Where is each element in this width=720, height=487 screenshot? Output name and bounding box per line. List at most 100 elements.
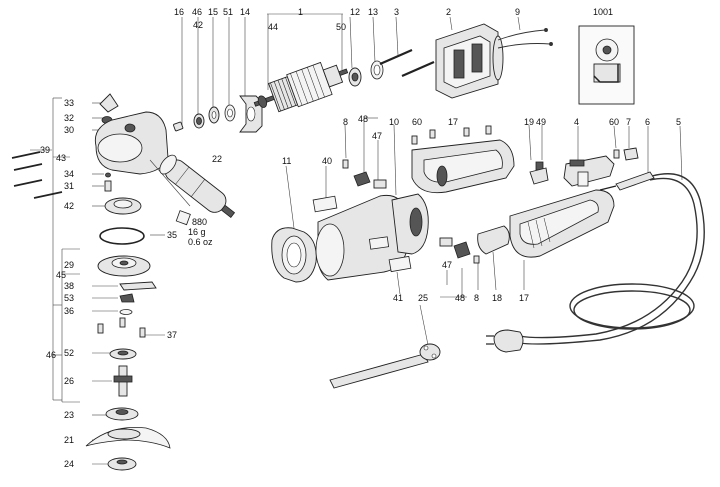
- label-33: 33: [64, 98, 74, 108]
- part-17-shell-top: [411, 139, 515, 194]
- part-40-label: [312, 195, 338, 213]
- label-48-top: 48: [358, 114, 368, 124]
- label-36: 36: [64, 306, 74, 316]
- label-24: 24: [64, 459, 74, 469]
- part-1001-box: [578, 25, 635, 105]
- part-3-screws: [379, 48, 435, 78]
- part-29-flange: [97, 255, 151, 277]
- label-39: 39: [40, 145, 50, 155]
- label-47-top: 47: [372, 131, 382, 141]
- part-39-screws: [11, 151, 63, 199]
- part-52-bearing: [109, 348, 137, 360]
- label-13: 13: [368, 7, 378, 17]
- label-17-bottom: 17: [519, 293, 529, 303]
- part-60-screws: [411, 125, 492, 145]
- part-22-side-handle: [159, 154, 236, 219]
- handle-weight-oz: 0.6 oz: [188, 237, 213, 247]
- right-leaders: [528, 124, 683, 181]
- part-26-spindle: [113, 365, 133, 397]
- label-7: 7: [626, 117, 631, 127]
- label-38: 38: [64, 281, 74, 291]
- part-12-bearing: [348, 67, 362, 87]
- label-44: 44: [268, 22, 278, 32]
- label-15: 15: [208, 7, 218, 17]
- label-32: 32: [64, 113, 74, 123]
- part-24-nut: [107, 457, 137, 471]
- part-38-lever: [119, 281, 157, 291]
- handle-code: 880: [192, 217, 207, 227]
- label-21: 21: [64, 435, 74, 445]
- label-50: 50: [336, 22, 346, 32]
- label-9: 9: [515, 7, 520, 17]
- label-30: 30: [64, 125, 74, 135]
- part-43-gear-housing: [94, 111, 191, 207]
- label-40: 40: [322, 156, 332, 166]
- label-19: 19: [524, 117, 534, 127]
- label-42-top: 42: [193, 20, 203, 30]
- label-35: 35: [167, 230, 177, 240]
- label-10: 10: [389, 117, 399, 127]
- part-48-clip-top: [353, 171, 371, 187]
- label-5: 5: [676, 117, 681, 127]
- handle-weight-g: 16 g: [188, 227, 206, 237]
- label-8-top: 8: [343, 117, 348, 127]
- label-43: 43: [56, 153, 66, 163]
- part-33-button: [99, 93, 119, 113]
- part-8-screw-top: [342, 159, 349, 169]
- label-6: 6: [645, 117, 650, 127]
- label-29: 29: [64, 260, 74, 270]
- label-34: 34: [64, 169, 74, 179]
- part-10-motor-housing: [315, 193, 429, 281]
- label-26: 26: [64, 376, 74, 386]
- part-5-plug: [486, 329, 524, 353]
- label-17-top: 17: [448, 117, 458, 127]
- label-60-right: 60: [609, 117, 619, 127]
- part-48-clip-bottom: [453, 241, 471, 259]
- part-19-switch: [529, 167, 549, 185]
- part-36-spring: [119, 309, 133, 315]
- part-16-screw: [173, 121, 184, 132]
- label-16: 16: [174, 7, 184, 17]
- part-15-washer: [208, 106, 220, 124]
- label-2: 2: [446, 7, 451, 17]
- part-21-guard: [85, 427, 171, 449]
- label-46-top: 46: [192, 7, 202, 17]
- part-42-bearing: [104, 197, 142, 215]
- label-45: 45: [56, 270, 66, 280]
- part-23-flange: [105, 407, 139, 421]
- label-4: 4: [574, 117, 579, 127]
- part-35-oring: [99, 227, 145, 245]
- label-37: 37: [167, 330, 177, 340]
- part-6-sleeve: [599, 171, 655, 191]
- part-11-flange: [271, 227, 317, 283]
- part-18-cover: [477, 225, 510, 255]
- part-8-screw-bottom: [473, 255, 480, 264]
- center-leaders: [285, 117, 525, 346]
- label-52: 52: [64, 348, 74, 358]
- label-51: 51: [223, 7, 233, 17]
- label-31: 31: [64, 181, 74, 191]
- part-51-ring: [224, 104, 236, 122]
- label-8-bottom: 8: [474, 293, 479, 303]
- part-34-pin: [105, 172, 111, 178]
- part-47-brush-top: [373, 179, 387, 189]
- label-25: 25: [418, 293, 428, 303]
- label-22: 22: [212, 154, 222, 164]
- label-18: 18: [492, 293, 502, 303]
- label-49: 49: [536, 117, 546, 127]
- label-47-bottom: 47: [442, 260, 452, 270]
- part-53-clip: [119, 293, 135, 303]
- label-14: 14: [240, 7, 250, 17]
- label-3: 3: [394, 7, 399, 17]
- part-13-ring: [370, 60, 384, 80]
- label-42-left: 42: [64, 201, 74, 211]
- part-5-cable: [509, 173, 705, 345]
- top-labels: 16 46 42 15 51 14 1 44 50 12 13 3 2 9 10…: [174, 7, 613, 32]
- label-53: 53: [64, 293, 74, 303]
- part-4-switch: [563, 155, 615, 187]
- left-bracket-lines: [30, 97, 165, 465]
- part-7-clamp: [623, 147, 639, 161]
- part-25-wrench: [329, 343, 441, 389]
